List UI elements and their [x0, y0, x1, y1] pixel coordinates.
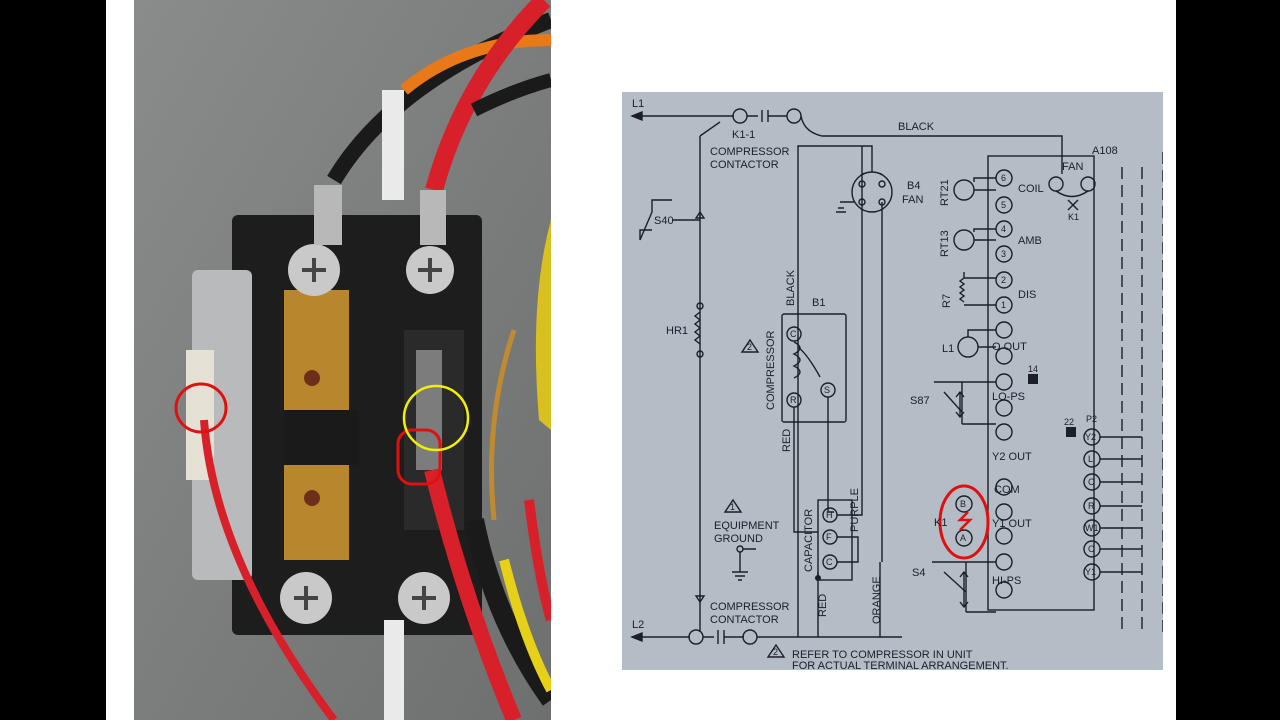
label-compressor-vertical: COMPRESSOR	[765, 330, 777, 410]
label-y2: Y2	[1085, 432, 1096, 442]
label-black-top: BLACK	[898, 121, 935, 133]
warning-icon-note	[766, 643, 786, 658]
terminal-screw-bottom-right	[398, 572, 450, 624]
orange-wire	[400, 34, 551, 95]
terminal-screw-top-right	[406, 246, 454, 294]
red-circle-k1-annotation	[938, 484, 990, 560]
label-terminal-s: S	[824, 385, 830, 395]
warning-icon-ground	[723, 498, 743, 513]
label-coil: COIL	[1018, 183, 1044, 195]
label-note-line-1: REFER TO COMPRESSOR IN UNIT	[792, 649, 973, 661]
label-term-a: A	[960, 533, 966, 543]
label-s4: S4	[912, 567, 925, 579]
label-amb: AMB	[1018, 235, 1042, 247]
label-terminal-c: C	[790, 329, 797, 339]
label-22: 22	[1064, 417, 1074, 427]
label-term-6: 6	[1001, 173, 1006, 183]
label-orange: ORANGE	[871, 576, 883, 624]
label-term-2: 2	[1001, 275, 1006, 285]
terminal-14-square	[1028, 374, 1038, 384]
label-cap-c: C	[826, 557, 833, 567]
label-ground-warn: 1	[730, 502, 735, 512]
label-y1-out: Y1 OUT	[992, 518, 1032, 530]
label-red-bottom: RED	[817, 594, 829, 617]
terminal-screw-top-left	[288, 244, 340, 296]
mounting-bracket	[192, 270, 252, 580]
label-w1: W1	[1085, 523, 1099, 533]
label-rt21: RT21	[939, 179, 951, 206]
label-y1: Y1	[1085, 567, 1096, 577]
label-purple: PURPLE	[849, 488, 861, 532]
label-terminal-r: R	[790, 395, 797, 405]
red-circle-left-annotation	[174, 382, 228, 434]
red-circle-right-annotation	[396, 428, 442, 486]
label-b1: B1	[812, 297, 825, 309]
label-cap-f: F	[826, 532, 832, 542]
red-wire-right	[424, 468, 522, 720]
label-term-b: B	[960, 499, 966, 509]
yellow-circle-annotation	[402, 384, 470, 452]
label-term-5: 5	[1001, 200, 1006, 210]
label-term-1: 1	[1001, 300, 1006, 310]
label-cap-h: H	[826, 510, 833, 520]
label-term-4: 4	[1001, 224, 1006, 234]
label-s87: S87	[910, 395, 930, 407]
label-contactor-bottom: CONTACTOR	[710, 614, 779, 626]
label-hr1: HR1	[666, 325, 688, 337]
label-l1-coil: L1	[942, 343, 954, 355]
label-com: COM	[994, 484, 1020, 496]
schematic-drawing: L1 L2 K1-1 COMPRESSOR CONTACTOR BLACK B4…	[630, 98, 1163, 670]
label-ground: GROUND	[714, 533, 763, 545]
label-red-left: RED	[781, 429, 793, 452]
label-compressor-top: COMPRESSOR	[710, 146, 790, 158]
label-o: O	[1088, 544, 1095, 554]
label-contactor-top: CONTACTOR	[710, 159, 779, 171]
label-r7: R7	[941, 294, 953, 308]
label-warn-num: 2	[747, 342, 752, 352]
label-black-vertical: BLACK	[785, 269, 797, 306]
label-l2: L2	[632, 619, 644, 631]
label-p2: P2	[1086, 414, 1097, 424]
label-b4: B4	[907, 180, 920, 192]
label-l1: L1	[632, 98, 644, 110]
label-k1-relay: K1	[934, 517, 947, 529]
terminal-22-square	[1066, 427, 1076, 437]
label-k1-small: K1	[1068, 212, 1079, 222]
label-k1-1: K1-1	[732, 129, 755, 141]
label-rt13: RT13	[939, 230, 951, 257]
white-wire	[382, 90, 404, 200]
label-compressor-bottom: COMPRESSOR	[710, 601, 790, 613]
label-l: L	[1088, 454, 1093, 464]
label-fan-relay: FAN	[1062, 161, 1083, 173]
label-y2-out: Y2 OUT	[992, 451, 1032, 463]
capacitor-edge	[535, 220, 551, 430]
label-s40: S40	[654, 215, 674, 227]
label-note-line-2: FOR ACTUAL TERMINAL ARRANGEMENT.	[792, 660, 1009, 670]
terminal-screw-bottom-left	[280, 572, 332, 624]
label-a108: A108	[1092, 145, 1118, 157]
label-note-num: 2	[773, 647, 778, 657]
label-hi-ps: HI-PS	[992, 575, 1021, 587]
red-wire-top	[425, 0, 551, 193]
label-equipment: EQUIPMENT	[714, 520, 780, 532]
label-o-out: O OUT	[992, 341, 1027, 353]
red-wire-left	[200, 419, 338, 720]
wiring-schematic: L1 L2 K1-1 COMPRESSOR CONTACTOR BLACK B4…	[622, 92, 1163, 670]
label-c: C	[1088, 477, 1095, 487]
label-14: 14	[1028, 364, 1038, 374]
ground-icon	[732, 545, 756, 581]
label-dis: DIS	[1018, 289, 1036, 301]
label-capacitor: CAPACITOR	[803, 509, 815, 572]
label-term-3: 3	[1001, 249, 1006, 259]
warning-icon-compressor	[740, 338, 760, 353]
label-r: R	[1088, 501, 1095, 511]
contactor-photo	[134, 0, 551, 720]
contactor-illustration	[134, 0, 551, 720]
label-lo-ps: LO-PS	[992, 391, 1025, 403]
label-fan: FAN	[902, 194, 923, 206]
